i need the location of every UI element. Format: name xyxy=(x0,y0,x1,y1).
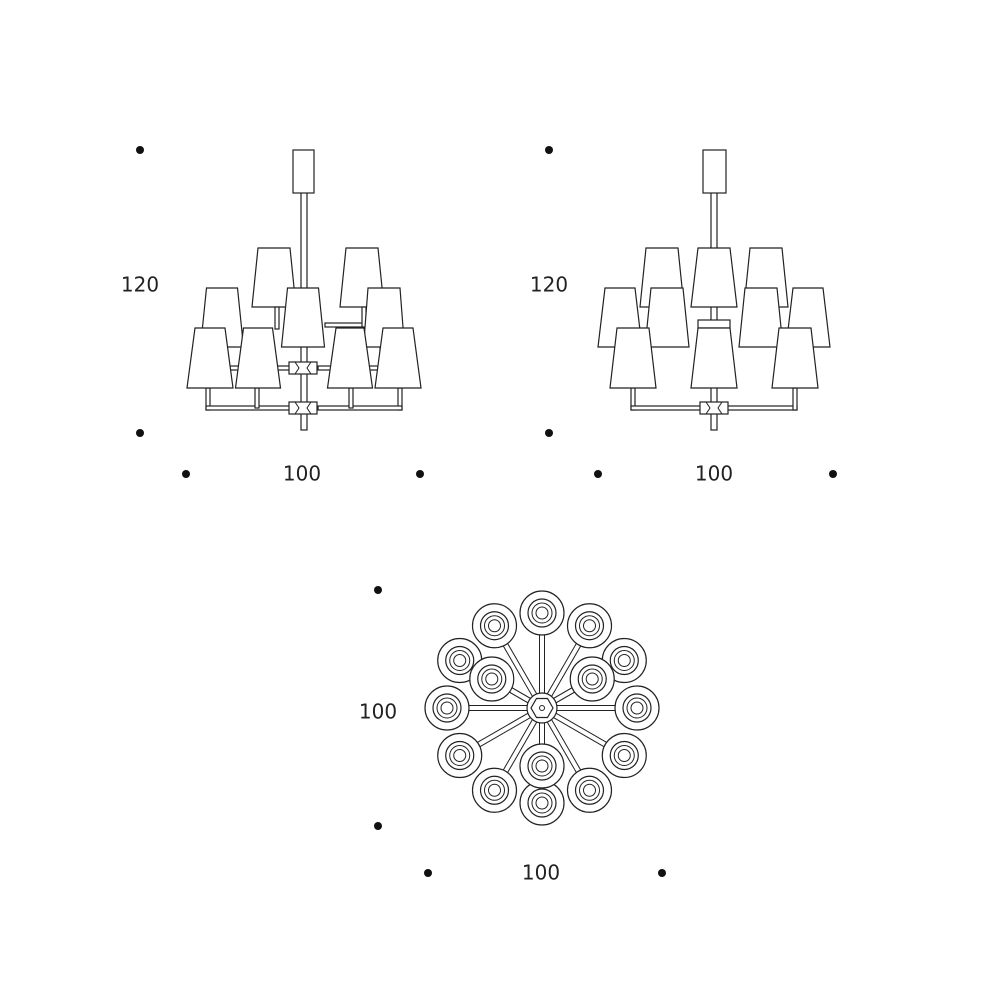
lamp-shade xyxy=(644,287,690,348)
bulb-holder xyxy=(613,745,635,766)
stem xyxy=(710,191,718,431)
lamp-shade xyxy=(690,247,738,308)
hub-detail xyxy=(294,401,312,415)
bulb xyxy=(485,672,499,686)
lamp-shade xyxy=(609,327,657,389)
dimension-dot xyxy=(594,470,602,478)
dimension-dot xyxy=(545,146,553,154)
bulb-holder xyxy=(531,602,553,624)
center-bolt xyxy=(539,705,545,711)
lamp-shade xyxy=(738,287,784,348)
dimension-dot xyxy=(416,470,424,478)
arm-hub xyxy=(288,361,318,375)
bulb xyxy=(488,619,501,633)
arm xyxy=(324,322,366,328)
front-view-b xyxy=(597,149,831,431)
bulb xyxy=(583,619,596,633)
bulb xyxy=(453,654,467,667)
bulb xyxy=(617,654,631,667)
bulb-holder xyxy=(581,668,603,690)
dimension-dot xyxy=(545,429,553,437)
bulb-holder xyxy=(449,745,471,766)
dimension-dot xyxy=(182,470,190,478)
hub-detail xyxy=(705,401,723,415)
bulb xyxy=(535,606,549,620)
bulb xyxy=(583,783,596,797)
lamp-shade xyxy=(771,327,819,389)
dimension-markers xyxy=(136,146,837,877)
height-label-b: 120 xyxy=(530,273,568,297)
bulb-holder xyxy=(626,697,648,719)
bulb-holder xyxy=(484,615,505,637)
dimension-dot xyxy=(374,586,382,594)
canopy xyxy=(702,149,727,194)
bulb xyxy=(535,759,549,773)
arm xyxy=(348,387,354,409)
lamp-shade xyxy=(280,287,326,348)
arm xyxy=(205,405,291,411)
width-label-a: 100 xyxy=(283,462,321,486)
hub-detail xyxy=(294,361,312,375)
bulb-holder xyxy=(481,668,503,690)
arm-hub xyxy=(697,319,731,329)
lamp-shade xyxy=(326,327,374,389)
bulb-holder xyxy=(484,779,505,801)
bulb xyxy=(440,701,454,715)
bulb-holder xyxy=(449,650,471,671)
height-label-a: 120 xyxy=(121,273,159,297)
arm xyxy=(254,387,260,409)
arm-hub xyxy=(699,401,729,415)
bulb xyxy=(617,749,631,762)
top-view xyxy=(424,590,660,826)
arm xyxy=(792,387,798,411)
arm-hub xyxy=(288,401,318,415)
dimension-dot xyxy=(658,869,666,877)
dimension-dot xyxy=(136,146,144,154)
canopy xyxy=(292,149,315,194)
bulb-holder xyxy=(579,615,600,637)
lamp-shade xyxy=(690,327,738,389)
bulb xyxy=(488,783,501,797)
bulb xyxy=(535,796,549,810)
bulb-holder xyxy=(531,792,553,814)
height-label-top: 100 xyxy=(359,700,397,724)
dimension-dot xyxy=(829,470,837,478)
bulb-holder xyxy=(579,779,600,801)
bulb xyxy=(585,672,599,686)
front-view-a xyxy=(186,149,422,431)
bulb-holder xyxy=(613,650,635,671)
dimension-dot xyxy=(374,822,382,830)
arm xyxy=(317,405,403,411)
width-label-b: 100 xyxy=(695,462,733,486)
lamp-shade xyxy=(234,327,282,389)
dimension-dot xyxy=(136,429,144,437)
width-label-top: 100 xyxy=(522,861,560,885)
bulb xyxy=(630,701,644,715)
bulb xyxy=(453,749,467,762)
lamp-shade xyxy=(374,327,422,389)
bulb-holder xyxy=(531,755,553,777)
lamp-shade xyxy=(186,327,234,389)
hex-nut xyxy=(530,697,554,719)
dimension-dot xyxy=(424,869,432,877)
arm xyxy=(274,306,280,330)
bulb-holder xyxy=(436,697,458,719)
